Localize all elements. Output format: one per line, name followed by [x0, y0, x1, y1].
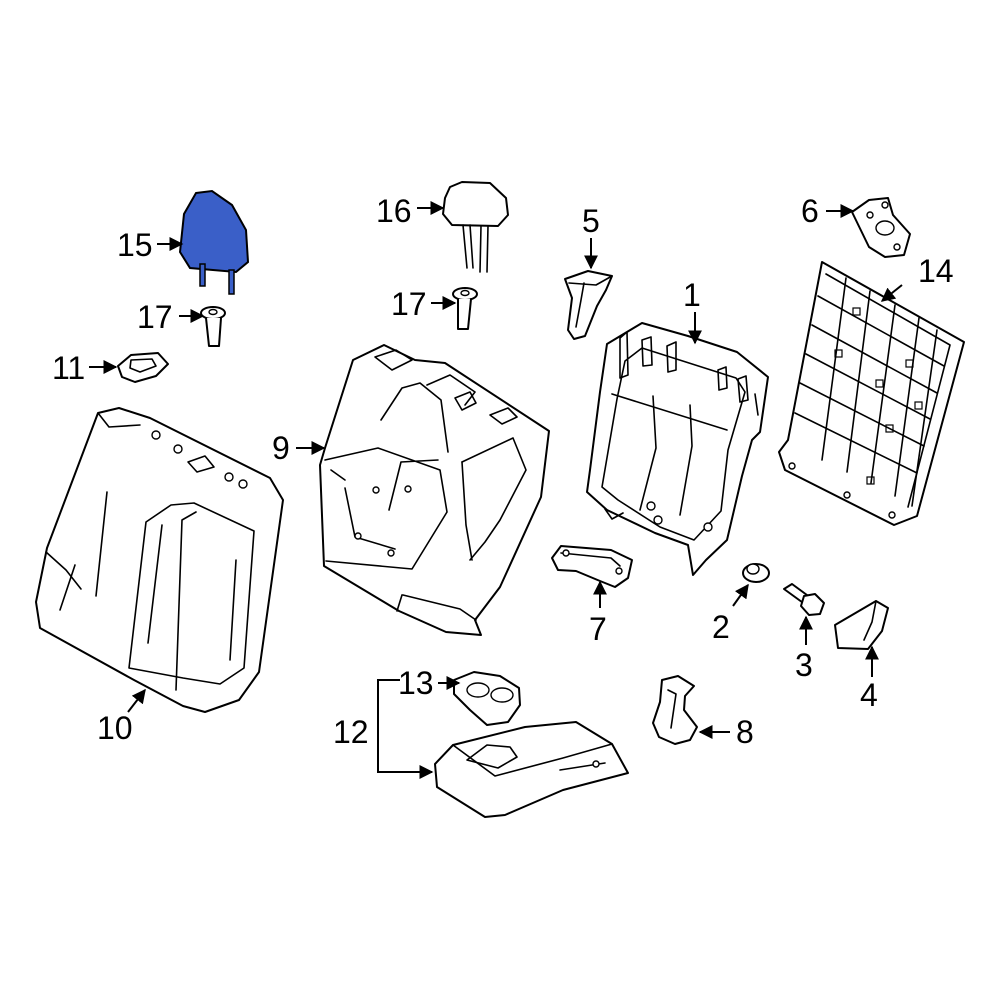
callout-16[interactable]: 16 — [376, 193, 412, 229]
callout-15[interactable]: 15 — [117, 227, 153, 263]
callout-13[interactable]: 13 — [398, 665, 434, 701]
callout-9[interactable]: 9 — [272, 430, 290, 466]
part-3-bolt[interactable] — [783, 583, 825, 616]
callout-3[interactable]: 3 — [795, 647, 813, 683]
callout-10[interactable]: 10 — [97, 710, 133, 746]
callout-8[interactable]: 8 — [736, 714, 754, 750]
callout-17-right[interactable]: 17 — [391, 286, 427, 322]
callout-labels: 1 2 3 4 5 6 7 8 9 10 11 12 13 14 15 16 1… — [52, 193, 954, 750]
part-1-frame[interactable] — [586, 322, 769, 576]
callout-11[interactable]: 11 — [52, 350, 85, 386]
callout-2[interactable]: 2 — [712, 609, 730, 645]
part-5-bracket[interactable] — [564, 270, 613, 340]
part-2-nut[interactable] — [742, 563, 770, 583]
part-11-cover[interactable] — [117, 352, 169, 383]
part-10-seatback-cover[interactable] — [35, 407, 284, 713]
callout-6[interactable]: 6 — [801, 193, 819, 229]
part-16-headrest[interactable] — [442, 181, 509, 273]
part-4-bracket[interactable] — [834, 600, 889, 650]
callout-1[interactable]: 1 — [683, 277, 701, 313]
part-7-hinge[interactable] — [551, 545, 633, 588]
part-15-headrest[interactable] — [178, 189, 250, 295]
part-14-back-panel[interactable] — [778, 261, 965, 526]
callout-12[interactable]: 12 — [333, 714, 369, 750]
leader-lines — [89, 201, 903, 779]
callout-4[interactable]: 4 — [860, 677, 878, 713]
part-12-armrest[interactable] — [434, 721, 629, 818]
part-8-hinge[interactable] — [652, 675, 698, 745]
part-9-seatback-pad[interactable] — [319, 344, 550, 636]
part-6-bracket[interactable] — [851, 197, 911, 258]
part-17-guide-left[interactable] — [200, 306, 226, 347]
callout-17-left[interactable]: 17 — [137, 299, 173, 335]
part-13-cupholder[interactable] — [453, 671, 521, 726]
part-17-guide-right[interactable] — [452, 287, 478, 330]
callout-7[interactable]: 7 — [589, 611, 607, 647]
callout-14[interactable]: 14 — [918, 253, 954, 289]
callout-5[interactable]: 5 — [582, 203, 600, 239]
